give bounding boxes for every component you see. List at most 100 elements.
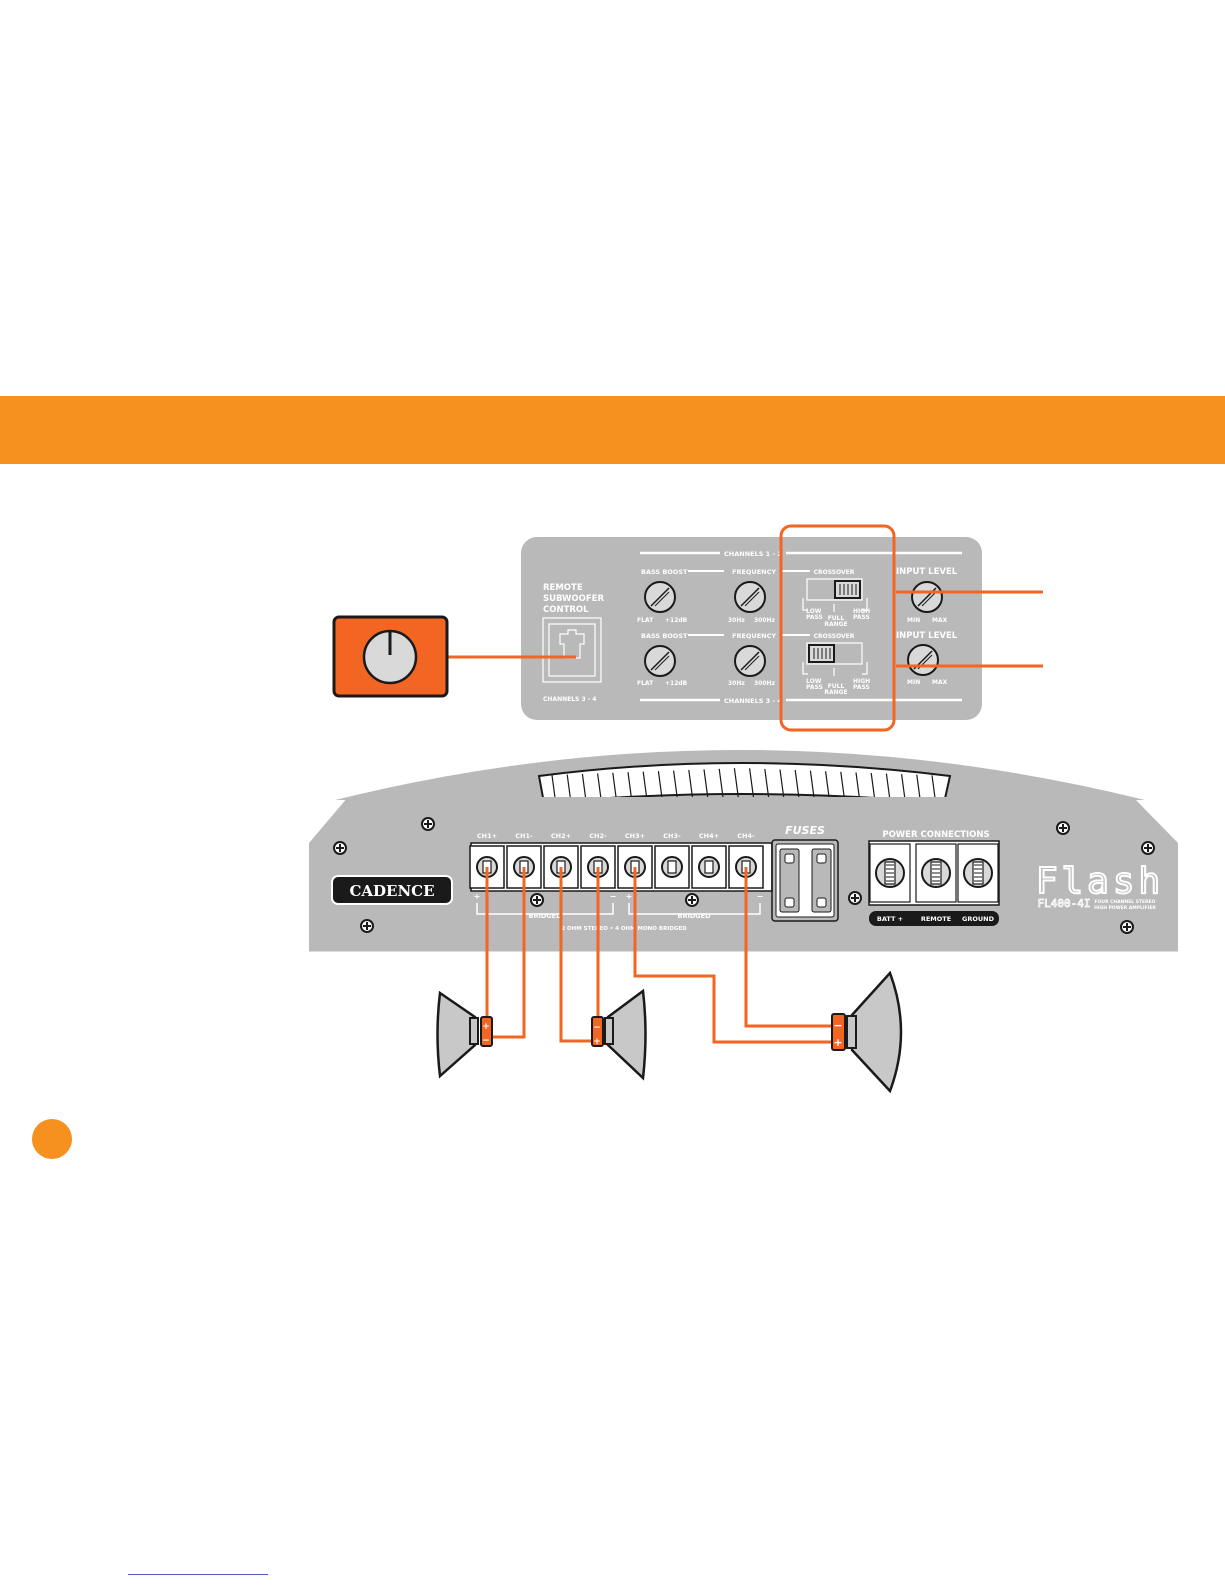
bass-max-label-2: +12dB	[665, 680, 688, 687]
remote-title-line-3: CONTROL	[543, 605, 589, 615]
speaker-left-magnet	[469, 1017, 479, 1045]
cadence-logo-badge	[331, 875, 453, 905]
terminal-label: CH4+	[699, 832, 719, 840]
xo-full-2a: FULL	[828, 683, 845, 690]
crossover-label-2: CROSSOVER	[814, 633, 855, 640]
step-indicator-dot	[32, 1119, 72, 1159]
power-label-batt: BATT +	[877, 915, 903, 923]
terminal-label: CH2+	[551, 832, 571, 840]
terminal-label: CH4-	[737, 832, 755, 840]
terminal-screw-slot	[667, 860, 677, 874]
crossover-ticks-2	[802, 662, 868, 676]
bridged-plus-2: +	[626, 892, 633, 901]
channels-top-label: CHANNELS 1 - 2	[724, 550, 782, 558]
freq-max-label-1: 300Hz	[754, 617, 776, 624]
terminal-label: CH1+	[477, 832, 497, 840]
crossover-label-1: CROSSOVER	[814, 569, 855, 576]
channels-bottom-label: CHANNELS 3 - 4	[724, 697, 782, 705]
control-panel-plate	[521, 537, 982, 720]
input-level-label-2: INPUT LEVEL	[896, 631, 958, 641]
speaker-middle-pol-bottom: +	[593, 1037, 601, 1047]
heatsink-fin	[718, 768, 724, 799]
cadence-logo-text: CADENCE	[349, 882, 434, 900]
speaker-left-pol-top: +	[482, 1022, 490, 1032]
heatsink-fin	[733, 768, 739, 799]
fuse-1-cap-top	[784, 853, 795, 864]
speaker-middle-terminal	[591, 1016, 604, 1047]
wire-ch2-plus	[559, 867, 598, 1043]
bridged-label-1: BRIDGED	[529, 912, 563, 920]
power-label-remote: REMOTE	[921, 915, 951, 923]
xo-low-1a: LOW	[806, 608, 822, 615]
heatsink-fin	[673, 770, 679, 801]
speaker-left: + −	[436, 990, 493, 1079]
heatsink-fin	[688, 769, 694, 801]
freq-max-label-2: 300Hz	[754, 680, 776, 687]
remote-title-line-1: REMOTE	[543, 583, 583, 593]
control-panel: CHANNELS 1 - 2 CHANNELS 3 - 4 REMOTE SUB…	[521, 524, 1043, 732]
frequency-knob-2-pointer	[740, 651, 760, 671]
heatsink-fin	[779, 769, 785, 800]
bass-boost-knob-2-pointer-b	[654, 655, 670, 671]
crossover-switch-1-grip	[839, 584, 857, 595]
frequency-label-1: FREQUENCY	[732, 568, 776, 576]
bass-boost-knob-2-pointer	[650, 651, 670, 671]
wire-ch1-minus	[490, 867, 526, 1039]
model-number: FL400-4I	[1038, 897, 1091, 910]
xo-low-1b: PASS	[806, 614, 823, 621]
xo-full-1a: FULL	[828, 615, 845, 622]
terminal-label: CH1-	[515, 832, 533, 840]
speaker-middle-pol-top: −	[593, 1023, 601, 1033]
control-row-1: BASS BOOST FLAT +12dB FREQUENCY 30Hz 300…	[637, 567, 958, 628]
heatsink-fin	[749, 768, 755, 799]
terminal-label: CH3-	[663, 832, 681, 840]
fuse-2-cap-bottom	[816, 897, 827, 908]
heatsink-fin	[642, 771, 648, 802]
bridged-plus-1: +	[474, 892, 481, 901]
bass-boost-label-2: BASS BOOST	[641, 632, 688, 640]
speaker-left-terminal	[480, 1016, 493, 1047]
speaker-right: − +	[831, 970, 903, 1094]
input-min-label-1: MIN	[907, 617, 920, 624]
frequency-label-2: FREQUENCY	[732, 632, 776, 640]
crossover-switch-2-grip	[813, 648, 831, 659]
crossover-highlight-box	[779, 524, 896, 732]
fuse-2-cap-top	[816, 853, 827, 864]
xo-high-1b: PASS	[853, 614, 870, 621]
orange-header-bar	[0, 396, 1225, 464]
bridged-label-2: BRIDGED	[678, 912, 712, 920]
power-labels-bar	[869, 911, 999, 926]
terminal-screw-slot	[704, 860, 714, 874]
model-desc-line-2: HIGH POWER AMPLIFIER	[1094, 905, 1156, 911]
input-max-label-1: MAX	[932, 617, 948, 624]
heatsink-fin	[809, 770, 815, 801]
heatsink-fin	[825, 771, 831, 802]
speaker-right-pol-bottom: +	[833, 1036, 842, 1049]
heatsink-fin	[840, 771, 846, 802]
bass-boost-label-1: BASS BOOST	[641, 568, 688, 576]
speaker-middle-magnet	[604, 1017, 614, 1045]
heatsink-fin	[764, 768, 770, 800]
terminal-label: CH2-	[589, 832, 607, 840]
bass-boost-knob-1-pointer-b	[654, 591, 670, 607]
heatsink-fin	[794, 770, 800, 801]
flash-logo: Flash	[1036, 861, 1164, 902]
input-min-label-2: MIN	[907, 679, 920, 686]
wire-ch3-plus	[633, 867, 839, 1044]
footer-link-underline[interactable]	[128, 1574, 268, 1575]
terminal-label: CH3+	[625, 832, 645, 840]
heatsink-fin	[703, 769, 709, 800]
speaker-left-cone	[436, 990, 477, 1079]
bass-boost-knob-1-pointer	[650, 587, 670, 607]
fuse-1-cap-bottom	[784, 897, 795, 908]
speaker-right-terminal	[831, 1013, 846, 1051]
freq-min-label-1: 30Hz	[728, 617, 745, 624]
frequency-knob-1-pointer	[740, 587, 760, 607]
fuse-holder-outer	[771, 839, 839, 922]
bass-max-label-1: +12dB	[665, 617, 688, 624]
xo-low-2a: LOW	[806, 678, 822, 685]
speaker-left-pol-bottom: −	[482, 1036, 490, 1046]
frequency-knob-2-pointer-b	[744, 655, 760, 671]
crossover-switch-frame-2	[806, 642, 863, 665]
